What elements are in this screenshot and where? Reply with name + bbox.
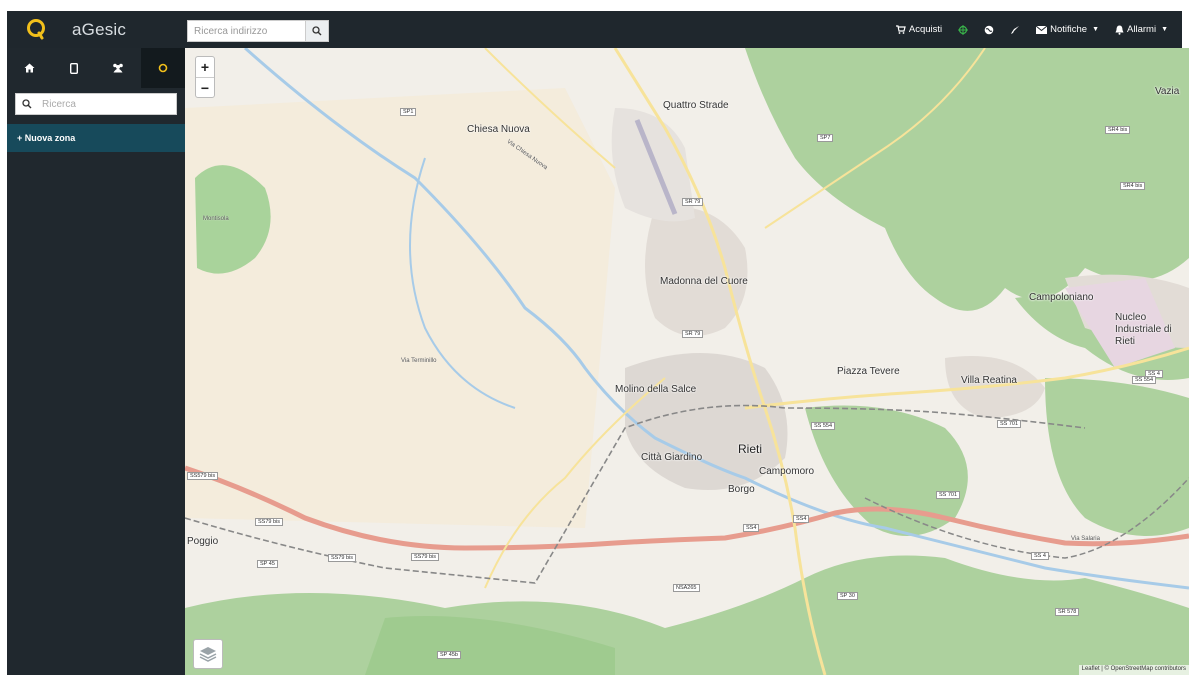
road-shield: SP 45b	[437, 651, 461, 659]
globe-button[interactable]	[976, 11, 1002, 48]
road-shield: SR 79	[682, 330, 704, 338]
map-attribution[interactable]: Leaflet | © OpenStreetMap contributors	[1078, 665, 1189, 675]
layers-button[interactable]	[193, 639, 223, 669]
map-view[interactable]: Quattro Strade Chiesa Nuova Madonna del …	[185, 48, 1189, 675]
place-label: Campomoro	[759, 466, 815, 477]
road-shield: SR4 bis	[1105, 126, 1131, 134]
acquisti-label: Acquisti	[908, 24, 943, 35]
place-label: Madonna del Cuore	[660, 276, 748, 287]
search-icon	[16, 94, 38, 114]
brush-icon	[1011, 25, 1020, 34]
address-search-button[interactable]	[305, 20, 329, 42]
road-shield: SS79 bis	[328, 554, 357, 562]
road-shield: SP 45	[257, 560, 278, 568]
notifiche-label: Notifiche	[1050, 24, 1088, 35]
road-shield: SS 554	[1132, 376, 1157, 384]
road-shield: SS 701	[936, 491, 961, 499]
road-shield: SP1	[400, 108, 417, 116]
road-shield: SS79 bis	[255, 518, 284, 526]
road-shield: SS79 bis	[411, 553, 440, 561]
tab-zones[interactable]	[140, 48, 185, 88]
search-icon	[312, 26, 322, 36]
crosshair-button[interactable]	[950, 11, 976, 48]
mobile-device-icon	[69, 62, 78, 74]
place-label: Piazza Tevere	[837, 366, 900, 377]
brush-button[interactable]	[1002, 11, 1028, 48]
allarmi-dropdown[interactable]: Allarmi ▼	[1107, 11, 1176, 48]
new-zone-button[interactable]: + Nuova zona	[7, 124, 185, 152]
road-shield: SS 4	[1031, 552, 1049, 560]
tab-home[interactable]	[7, 48, 52, 88]
app-logo-icon[interactable]	[25, 18, 47, 40]
top-navbar: aGesic Acquisti	[7, 11, 1182, 48]
road-shield: SP7	[817, 134, 834, 142]
zoom-control: + −	[195, 56, 215, 98]
road-shield: SS 554	[811, 422, 836, 430]
place-label: Nucleo Industriale di Rieti	[1115, 312, 1172, 347]
road-shield: SS 701	[997, 420, 1022, 428]
road-name-label: Via Salaria	[1071, 536, 1100, 542]
address-search-input[interactable]	[187, 20, 305, 42]
road-shield: SR 79	[682, 198, 704, 206]
bell-icon	[1115, 25, 1124, 35]
sidebar-tabs	[7, 48, 185, 88]
place-label: Montisola	[203, 216, 229, 222]
tab-devices[interactable]	[52, 48, 97, 88]
road-shield: SS4	[793, 515, 810, 523]
zoom-in-button[interactable]: +	[200, 59, 210, 75]
place-label: Poggio	[187, 536, 219, 547]
zone-circle-icon	[158, 63, 168, 73]
place-label: Chiesa Nuova	[467, 124, 530, 135]
layers-icon	[199, 647, 217, 662]
place-label: Villa Reatina	[961, 375, 1017, 386]
place-label: Borgo	[728, 484, 755, 495]
road-name-label: Via Terminillo	[401, 358, 437, 364]
place-label: Rieti	[738, 442, 763, 456]
home-icon	[24, 63, 35, 73]
app-brand[interactable]: aGesic	[72, 20, 127, 39]
cart-icon	[895, 25, 906, 34]
road-shield: SS579 bis	[187, 472, 219, 480]
place-label: Città Giardino	[641, 452, 703, 463]
navbar-right: Acquisti	[888, 11, 1176, 48]
acquisti-link[interactable]: Acquisti	[888, 11, 950, 48]
tab-users[interactable]	[96, 48, 141, 88]
road-shield: NSA265	[673, 584, 700, 592]
sidebar-search	[15, 93, 177, 115]
chevron-down-icon: ▼	[1161, 26, 1168, 33]
place-label: Molino della Salce	[615, 384, 697, 395]
map-tiles	[185, 48, 1189, 675]
place-label: Vazia	[1155, 86, 1180, 97]
chevron-down-icon: ▼	[1092, 26, 1100, 33]
place-label: Quattro Strade	[663, 100, 729, 111]
sidebar-search-input[interactable]	[38, 94, 176, 114]
road-shield: SR4 bis	[1120, 182, 1146, 190]
allarmi-label: Allarmi	[1127, 24, 1157, 35]
envelope-icon	[1036, 25, 1048, 34]
crosshair-icon	[958, 24, 969, 35]
sidebar: + Nuova zona	[7, 48, 185, 675]
place-label: Campoloniano	[1029, 292, 1094, 303]
notifiche-dropdown[interactable]: Notifiche ▼	[1028, 11, 1107, 48]
globe-icon	[984, 25, 994, 34]
road-shield: SS4	[743, 524, 760, 532]
road-shield: SR 578	[1055, 608, 1080, 616]
zoom-out-button[interactable]: −	[196, 77, 214, 97]
road-shield: SP 30	[837, 592, 858, 600]
address-search	[187, 20, 329, 42]
users-icon	[113, 63, 124, 73]
